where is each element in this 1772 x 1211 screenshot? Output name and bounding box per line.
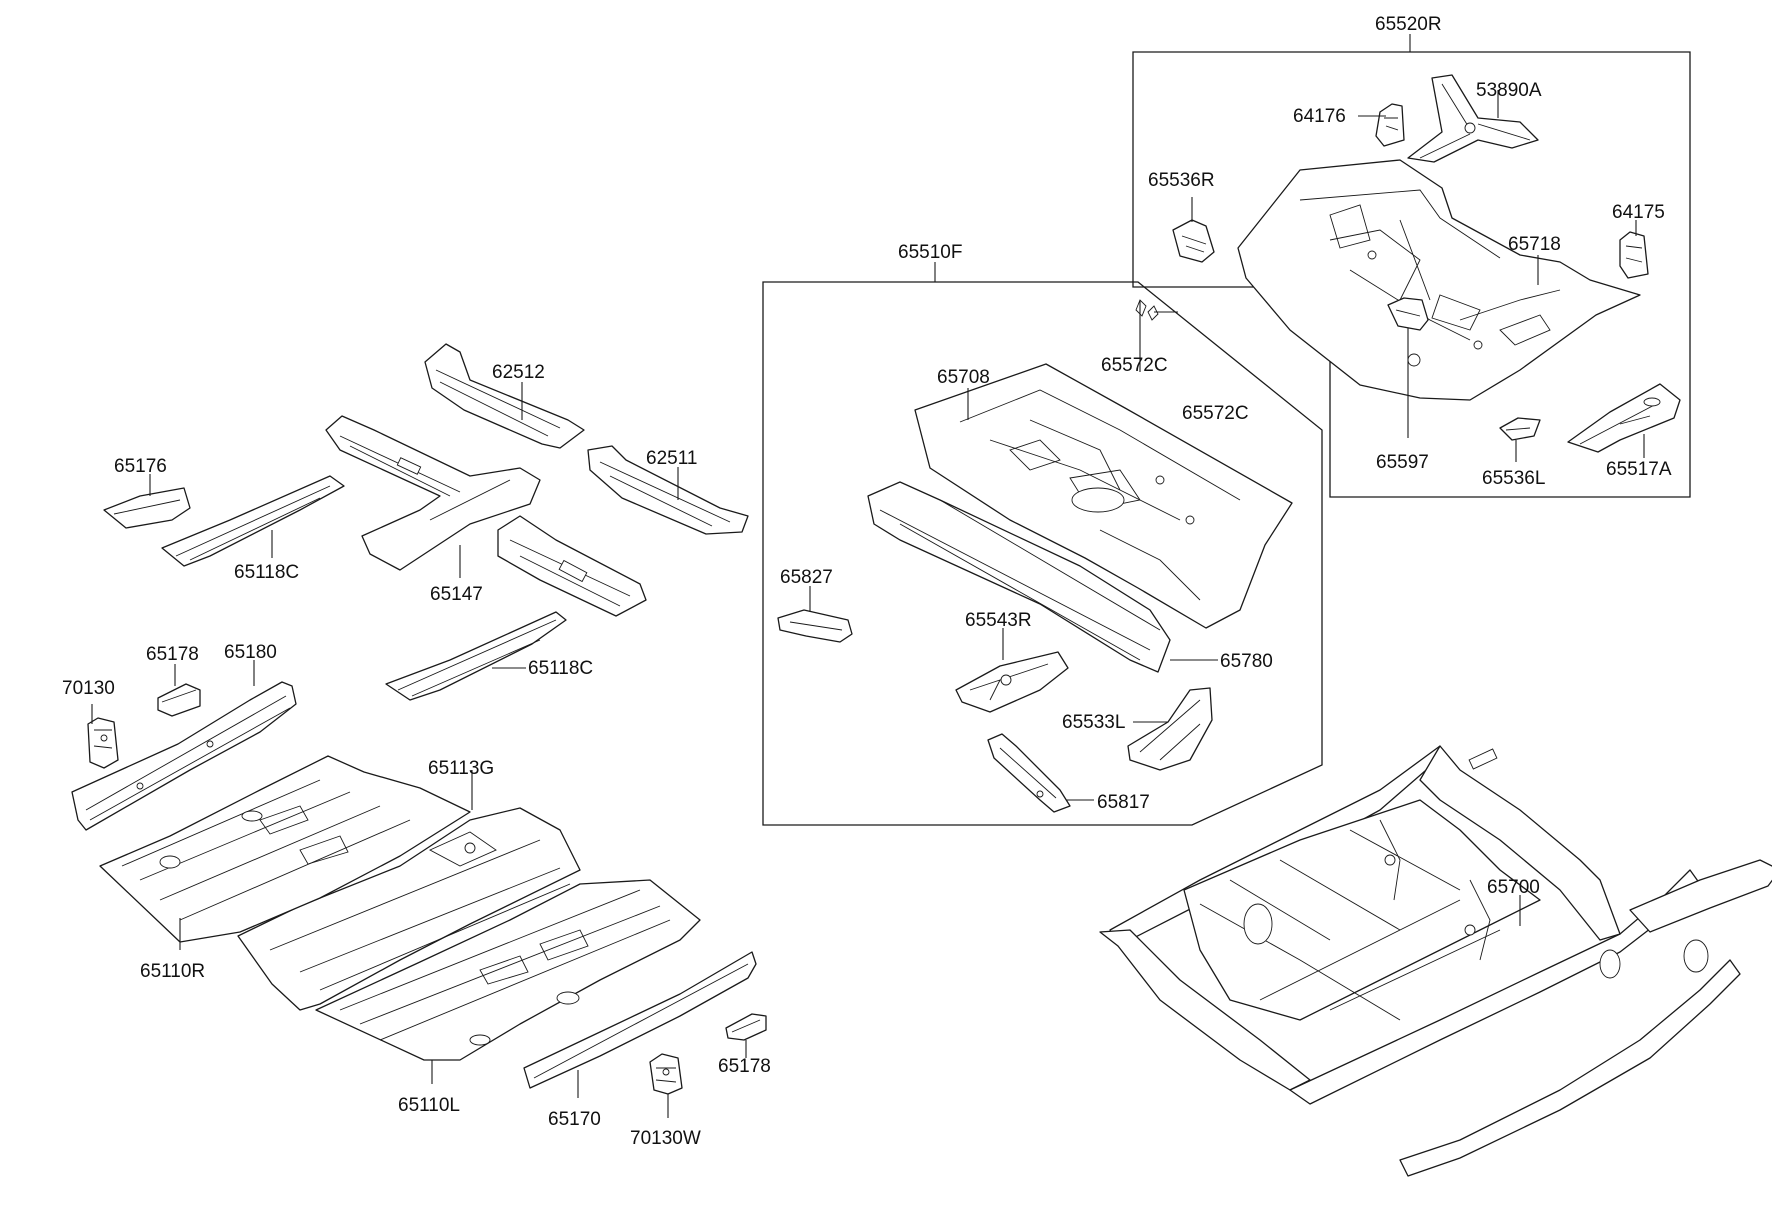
part-65536L[interactable] (1499, 417, 1541, 441)
label-65180[interactable]: 65180 (224, 642, 277, 663)
part-65110L[interactable] (315, 879, 701, 1061)
label-70130W[interactable]: 70130W (630, 1128, 701, 1149)
part-70130[interactable] (87, 717, 119, 769)
part-65178-lower[interactable] (725, 1013, 767, 1041)
group-65520R: 65520R 53890A 64176 65536R (1132, 14, 1691, 498)
label-65178-upper[interactable]: 65178 (146, 644, 199, 665)
part-65113G[interactable] (237, 807, 581, 1011)
label-65178-lower[interactable]: 65178 (718, 1056, 771, 1077)
part-65572C-upper[interactable] (1135, 299, 1147, 317)
part-65708[interactable] (914, 363, 1293, 629)
part-65700[interactable] (1099, 745, 1772, 1177)
label-65533L[interactable]: 65533L (1062, 712, 1125, 733)
label-65708[interactable]: 65708 (937, 367, 990, 388)
part-65533L[interactable] (1127, 687, 1213, 771)
group-frame-65510F (762, 281, 1323, 826)
part-65536R[interactable] (1172, 219, 1215, 263)
part-70130W[interactable] (649, 1053, 683, 1095)
label-65718[interactable]: 65718 (1508, 234, 1561, 255)
label-65110R[interactable]: 65110R (140, 961, 205, 982)
label-62512[interactable]: 62512 (492, 362, 545, 383)
group-65510F: 65510F 65708 65572C 65572C 65780 (762, 242, 1323, 826)
label-65113G[interactable]: 65113G (428, 758, 494, 779)
label-65572C-upper[interactable]: 65572C (1101, 355, 1168, 376)
label-65170[interactable]: 65170 (548, 1109, 601, 1130)
part-65176[interactable] (103, 487, 191, 529)
label-65118C-lower[interactable]: 65118C (528, 658, 593, 679)
part-65147[interactable] (325, 415, 647, 617)
label-65520R[interactable]: 65520R (1375, 14, 1442, 35)
part-65180[interactable] (71, 681, 297, 831)
part-65517A[interactable] (1567, 383, 1681, 453)
part-65572C-lower[interactable] (1147, 305, 1159, 321)
part-62512[interactable] (424, 343, 585, 449)
label-62511[interactable]: 62511 (646, 448, 697, 469)
part-65543R[interactable] (955, 651, 1069, 713)
part-65110R[interactable] (99, 755, 471, 943)
part-65118C-upper[interactable] (161, 475, 345, 567)
part-53890A[interactable] (1407, 74, 1539, 163)
label-65536L[interactable]: 65536L (1482, 468, 1545, 489)
label-64175[interactable]: 64175 (1612, 202, 1665, 223)
label-65817[interactable]: 65817 (1097, 792, 1150, 813)
part-65170[interactable] (523, 951, 757, 1089)
group-frame-65520R (1132, 51, 1691, 498)
label-65597[interactable]: 65597 (1376, 452, 1429, 473)
label-70130[interactable]: 70130 (62, 678, 115, 699)
label-53890A[interactable]: 53890A (1476, 80, 1542, 101)
label-65147[interactable]: 65147 (430, 584, 483, 605)
label-65176[interactable]: 65176 (114, 456, 167, 477)
label-65780[interactable]: 65780 (1220, 651, 1273, 672)
label-65517A[interactable]: 65517A (1606, 459, 1672, 480)
part-65597[interactable] (1387, 297, 1429, 331)
part-62511[interactable] (587, 445, 749, 535)
label-64176[interactable]: 64176 (1293, 106, 1346, 127)
label-65536R[interactable]: 65536R (1148, 170, 1215, 191)
label-65510F[interactable]: 65510F (898, 242, 962, 263)
label-65118C-upper[interactable]: 65118C (234, 562, 299, 583)
part-65178-upper[interactable] (157, 683, 201, 717)
label-65543R[interactable]: 65543R (965, 610, 1032, 631)
label-65827[interactable]: 65827 (780, 567, 833, 588)
part-65827[interactable] (777, 609, 853, 643)
group-center-floor: 62512 62511 65147 65176 (62, 343, 771, 1149)
part-65817[interactable] (987, 733, 1071, 813)
part-65718[interactable] (1237, 159, 1641, 401)
part-65118C-lower[interactable] (385, 611, 567, 701)
part-64176[interactable] (1375, 103, 1405, 147)
part-64175[interactable] (1619, 231, 1649, 279)
label-65700[interactable]: 65700 (1487, 877, 1540, 898)
part-65780[interactable] (867, 481, 1171, 673)
label-65110L[interactable]: 65110L (398, 1095, 460, 1116)
label-65572C-lower[interactable]: 65572C (1182, 403, 1249, 424)
